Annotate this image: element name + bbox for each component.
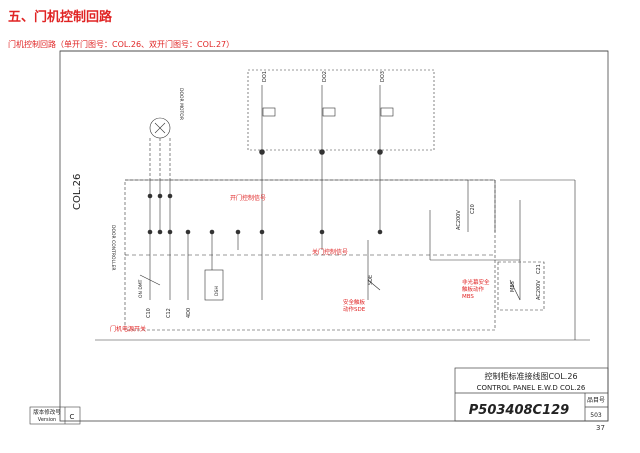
- annotation-power-switch: 门机电源开关: [110, 325, 146, 333]
- version-label-cn: 版本修改号: [33, 408, 61, 416]
- title-en: CONTROL PANEL E.W.D COL.26: [477, 384, 586, 392]
- relay-label-do2: DO2: [322, 71, 328, 82]
- terminal-c10: C10: [146, 308, 152, 318]
- voltage-label-1: AC200V: [456, 210, 462, 230]
- section-subtitle: 门机控制回路（单开门图号：COL.26、双开门图号：COL.27）: [8, 40, 235, 49]
- relay-label-do3: DO3: [380, 71, 386, 82]
- relay-block: [247, 69, 435, 168]
- label-dsh: DSH: [214, 286, 220, 296]
- label-sde: SDE: [368, 275, 374, 285]
- item-no-label: 品目号: [587, 397, 605, 404]
- item-no: 503: [590, 412, 602, 419]
- drawing-ref: COL.26: [72, 174, 83, 210]
- title-block: [454, 367, 609, 422]
- door-motor: [149, 117, 171, 180]
- annotation-open-signal: 开门控制信号: [230, 194, 266, 202]
- terminal-c20: C20: [470, 204, 476, 214]
- version-label-en: Version: [38, 417, 56, 423]
- terminal-c21: C21: [536, 264, 542, 274]
- version-value: C: [70, 413, 75, 421]
- terminal-4d0: 4D0: [186, 308, 192, 318]
- relay-label-do1: DO1: [262, 71, 268, 82]
- controller-label: DOOR CONTROLLER: [110, 225, 116, 271]
- title-cn: 控制柜标准接线图COL.26: [484, 371, 577, 381]
- terminal-c12: C12: [166, 308, 172, 318]
- door-controller: [95, 168, 590, 341]
- label-on-dmt: ON DMT: [138, 279, 144, 298]
- page-number: 37: [596, 424, 605, 432]
- label-mbs: MBS: [510, 281, 516, 292]
- version-block: [29, 406, 81, 425]
- voltage-label-2: AC200V: [536, 280, 542, 300]
- section-title: 五、门机控制回路: [8, 10, 113, 25]
- annotation-close-signal: 关门控制信号: [312, 248, 348, 256]
- drawing-frame: [59, 50, 609, 422]
- motor-label: DOOR MOTOR: [178, 88, 184, 120]
- annotation-safety-edge: 安全触板动作SDE: [343, 298, 366, 313]
- drawing-number: P503408C129: [469, 403, 569, 418]
